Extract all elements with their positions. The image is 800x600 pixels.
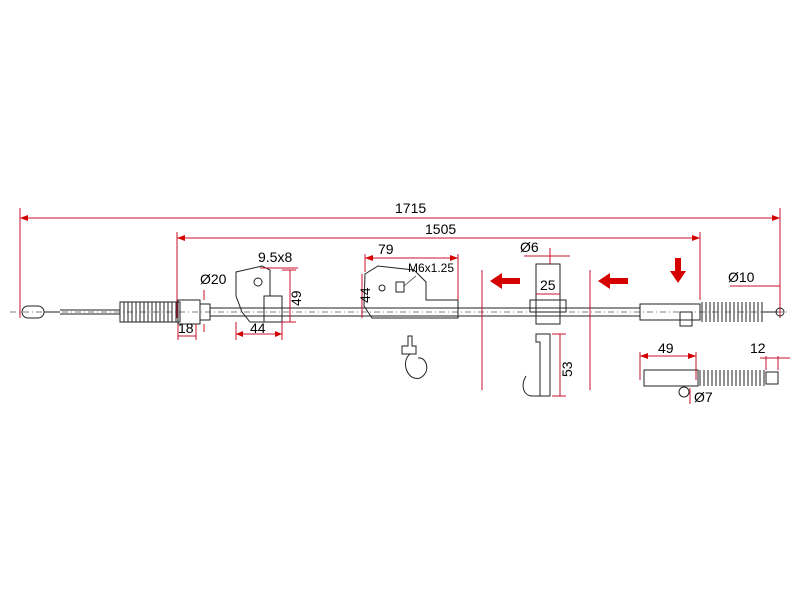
dim-end-fitting-dia: Ø20: [200, 271, 227, 332]
left-end-eye: [21, 305, 120, 319]
section-arrow-1: [490, 273, 520, 289]
label-far-end-dia: Ø10: [728, 269, 755, 285]
bracket-2: 79 M6x1.25 44: [357, 241, 459, 319]
detail-view: 49 12 Ø7: [639, 340, 790, 405]
section-arrow-down: [670, 258, 686, 283]
label-detail-dia: Ø7: [694, 389, 713, 405]
label-end-fitting-dia: Ø20: [200, 271, 227, 287]
label-bracket1-slot: 9.5x8: [258, 249, 292, 265]
label-end-fitting-len: 18: [178, 320, 194, 336]
dim-end-fitting-len: 18: [177, 320, 197, 340]
label-clip-width: 25: [540, 277, 556, 293]
label-clip-height: 53: [559, 361, 575, 377]
label-bracket2-height: 44: [357, 287, 373, 303]
label-bracket2-thread: M6x1.25: [408, 261, 454, 275]
clip-side-view: 53: [522, 333, 575, 397]
dim-inner-length: 1505: [176, 221, 701, 318]
label-detail-length: 49: [658, 340, 674, 356]
right-end-fitting: Ø10: [639, 269, 785, 327]
dim-total-length: 1715: [19, 200, 781, 318]
left-spring-boot: [119, 299, 211, 325]
section-arrow-2: [598, 273, 628, 289]
hook-clip-small: [401, 335, 428, 379]
label-detail-end: 12: [750, 340, 766, 356]
bracket-1: 44 49 9.5x8: [235, 249, 304, 340]
label-inner-length: 1505: [425, 221, 456, 237]
label-total-length: 1715: [395, 200, 426, 216]
label-clip-dia: Ø6: [520, 239, 539, 255]
label-bracket1-width: 44: [250, 320, 266, 336]
cable-clip: Ø6 25: [520, 239, 570, 325]
label-bracket1-height: 49: [288, 290, 304, 306]
label-bracket2-width: 79: [378, 241, 394, 257]
